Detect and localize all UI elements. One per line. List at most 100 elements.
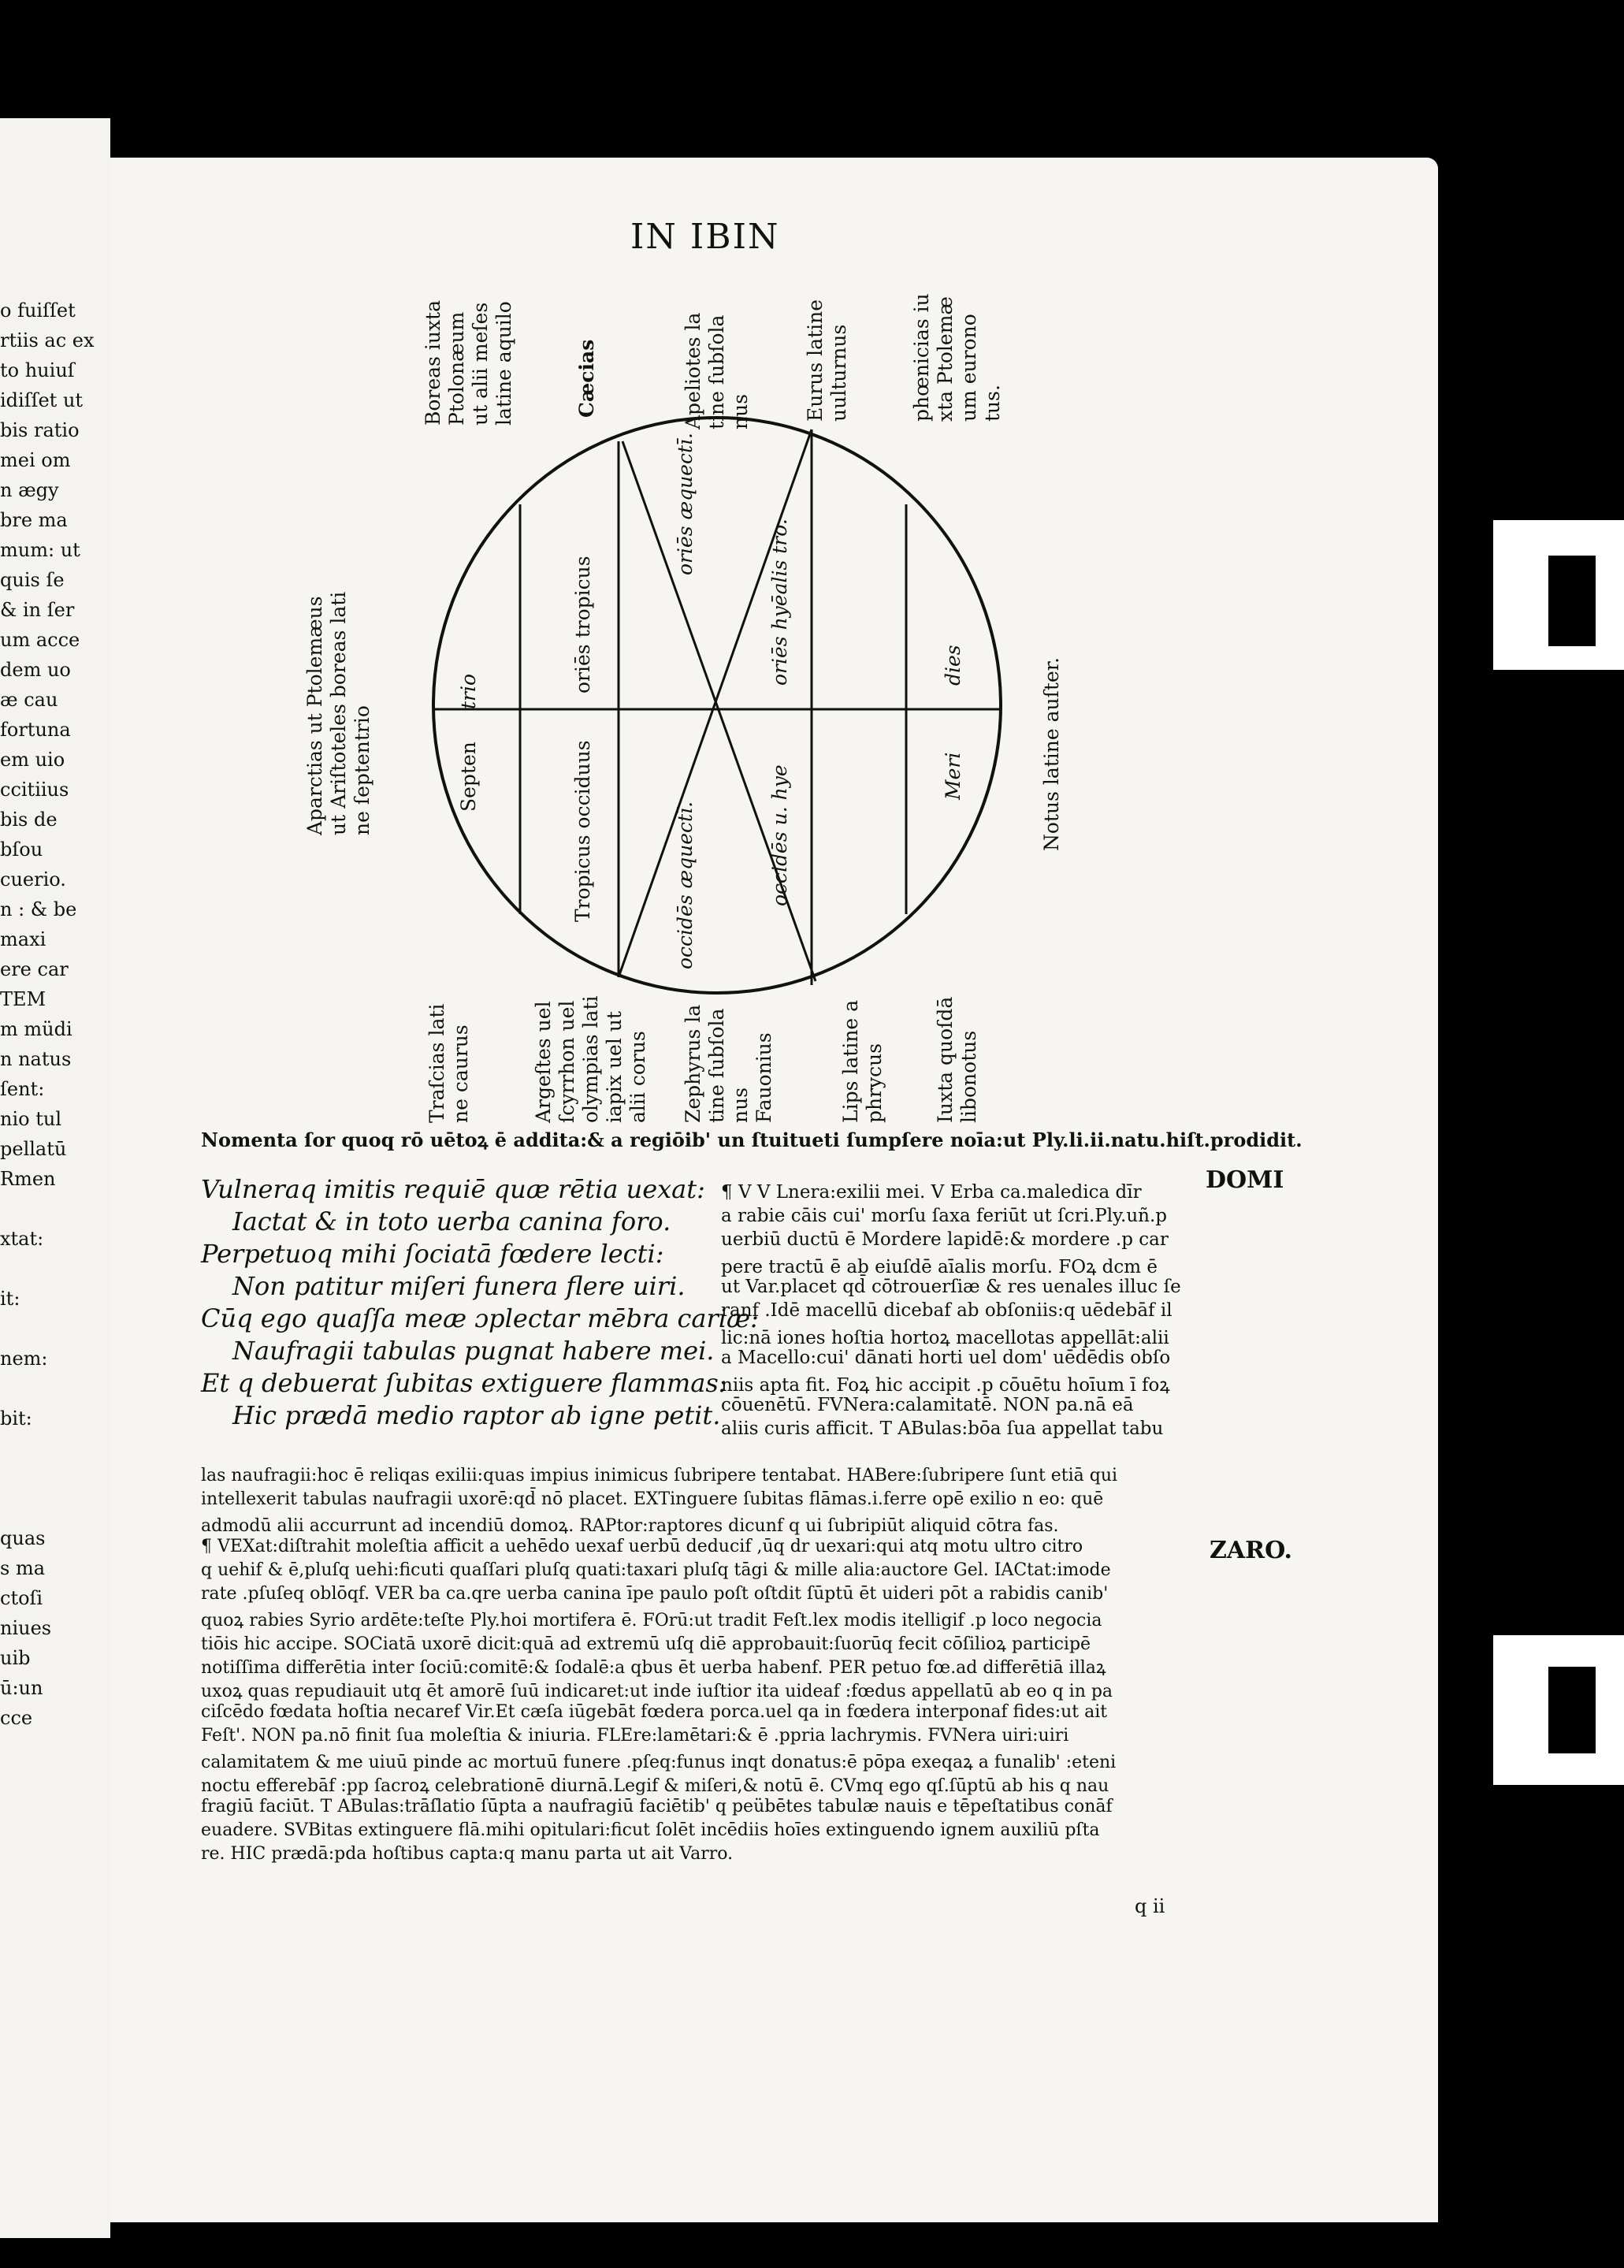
inner-label-tropicus-occiduus: Tropicus occiduus bbox=[571, 740, 594, 922]
commentary-line: quoꝝ rabies Syrio ardēte:teſte Ply.hoi m… bbox=[201, 1611, 1102, 1630]
left-fragment-line: mei om bbox=[0, 449, 71, 471]
left-fragment-line: bit: bbox=[0, 1407, 32, 1430]
verse-line: Et q debuerat ſubitas extiguere flammas: bbox=[201, 1368, 727, 1398]
inner-label-oriens-tropicus: oriēs tropicus bbox=[571, 556, 594, 693]
left-fragment-line: & in ſer bbox=[0, 599, 75, 621]
left-fragment-line: nio tul bbox=[0, 1108, 61, 1130]
margin-note: DOMI bbox=[1206, 1166, 1284, 1194]
left-fragment-line: xtat: bbox=[0, 1228, 44, 1250]
page-title: IN IBIN bbox=[630, 217, 780, 257]
commentary-line: q uehif & ē,pluſq uehi:ficuti quaſſari p… bbox=[201, 1560, 1111, 1580]
commentary-line: fragiū faciūt. T ABulas:trāſlatio ſūpta … bbox=[201, 1797, 1113, 1816]
commentary-line: Feſt'. NON pa.nō finit ſua moleſtia & in… bbox=[201, 1726, 1069, 1746]
left-fragment-line: n natus bbox=[0, 1048, 72, 1070]
inner-label-trio: trio bbox=[457, 673, 480, 709]
left-fragment-line: idiſſet ut bbox=[0, 389, 84, 411]
commentary-line: cōuenētū. FVNera:calamitatē. NON pa.nā e… bbox=[721, 1395, 1134, 1415]
inner-label-occidens-hyemalis: occidēs u. hye bbox=[768, 764, 791, 906]
left-fragment-line: fortuna bbox=[0, 719, 71, 741]
verse-line: Non patitur miſeri funera flere uiri. bbox=[232, 1271, 686, 1301]
diagram-circle bbox=[432, 416, 1002, 995]
commentary-line: lic:nā iones hoſtia hortoꝝ macellotas ap… bbox=[721, 1328, 1169, 1348]
left-fragment-line: mum: ut bbox=[0, 539, 80, 561]
commentary-line: ranf .Idē macellū dicebaf ab obſoniis:q … bbox=[721, 1300, 1172, 1321]
left-fragment-line: ū:un bbox=[0, 1677, 43, 1699]
wind-label-caecias: Cæcias bbox=[575, 339, 598, 418]
verse-line: Vulneraq imitis requiē quæ rētia uexat: bbox=[201, 1174, 705, 1204]
commentary-line: admodū alii accurrunt ad incendiū domoꝝ.… bbox=[201, 1516, 1059, 1536]
left-fragment-line: o fuiſſet bbox=[0, 299, 76, 322]
left-page-fragment: o fuiſſet rtiis ac ex to huiuſ idiſſet ut bi… bbox=[0, 118, 110, 2238]
left-fragment-line: niues bbox=[0, 1617, 52, 1639]
commentary-line: niis apta fit. Foꝝ hic accipit .p cōuētu… bbox=[721, 1375, 1170, 1396]
signature-mark: q ii bbox=[1135, 1895, 1165, 1917]
left-fragment-line: it: bbox=[0, 1288, 20, 1310]
left-fragment-line: bis de bbox=[0, 809, 58, 831]
inner-label-oriens-hyemalis: oriēs hyēalis tro. bbox=[768, 519, 791, 686]
left-fragment-line: TEM bbox=[0, 988, 46, 1010]
left-fragment-line: s ma bbox=[0, 1557, 46, 1579]
diagram-caption: Nomenta ſor quoq rō uētoꝝ ē addita:& a r… bbox=[201, 1128, 1303, 1151]
commentary-line: a Macello:cui' dānati horti uel dom' uēd… bbox=[721, 1348, 1171, 1368]
left-fragment-line: bſou bbox=[0, 838, 43, 861]
left-fragment-line: æ cau bbox=[0, 689, 58, 711]
commentary-line: tiōis hic accipe. SOCiatā uxorē dicit:qu… bbox=[201, 1634, 1091, 1654]
commentary-line: intellexerit tabulas naufragii uxorē:qd̄… bbox=[201, 1489, 1104, 1509]
commentary-line: ciſcēdo fœdata hoſtia necaref Vir.Et cæſ… bbox=[201, 1702, 1108, 1722]
left-fragment-line: m müdi bbox=[0, 1018, 72, 1040]
left-fragment-line: um acce bbox=[0, 629, 80, 651]
verse-line: Cūq ego quaſſa meæ ɔplectar mēbra cariæ: bbox=[201, 1303, 759, 1333]
commentary-line: pere tractū ē ab eiuſdē aīalis morſu. FO… bbox=[721, 1257, 1158, 1277]
inner-label-dies: dies bbox=[942, 645, 964, 686]
left-fragment-line: to huiuſ bbox=[0, 359, 75, 381]
commentary-line: a rabie cāis cui' morſu ſaxa feriūt ut ſ… bbox=[721, 1206, 1167, 1226]
left-fragment-line: n ægy bbox=[0, 479, 59, 501]
left-fragment-line: ccitiius bbox=[0, 779, 69, 801]
commentary-line: uxoꝝ quas repudiauit utq ēt amorē ſuū in… bbox=[201, 1682, 1113, 1701]
inner-label-meri: Meri bbox=[942, 752, 964, 800]
commentary-line: ¶ VEXat:diſtrahit moleſtia afficit a ueh… bbox=[201, 1537, 1083, 1556]
inner-label-septen: Septen bbox=[457, 742, 480, 812]
commentary-line: noctu efferebāf :pp ſacroꝝ celebrationē … bbox=[201, 1776, 1109, 1796]
commentary-line: notiſſima differētia inter ſociū:comitē:… bbox=[201, 1658, 1106, 1678]
left-fragment-line: Rmen bbox=[0, 1168, 56, 1190]
right-edge-mark bbox=[1548, 1667, 1596, 1753]
left-fragment-line: ctoſi bbox=[0, 1587, 43, 1609]
margin-note: ZARO. bbox=[1210, 1537, 1292, 1564]
left-fragment-line: uib bbox=[0, 1647, 31, 1669]
left-fragment-line: rtiis ac ex bbox=[0, 329, 95, 351]
left-fragment-line: cce bbox=[0, 1707, 33, 1729]
left-fragment-line: n : & be bbox=[0, 898, 77, 920]
left-fragment-line: dem uo bbox=[0, 659, 71, 681]
commentary-line: las naufragii:hoc ē reliqas exilii:quas … bbox=[201, 1466, 1118, 1485]
left-fragment-line: nem: bbox=[0, 1348, 48, 1370]
left-fragment-line: quis ſe bbox=[0, 569, 65, 591]
left-fragment-line: bis ratio bbox=[0, 419, 80, 441]
commentary-line: aliis curis afficit. T ABulas:bōa ſua ap… bbox=[721, 1418, 1164, 1439]
commentary-line: re. HIC prædā:pda hoſtibus capta:q manu … bbox=[201, 1844, 734, 1864]
verse-line: Perpetuoq mihi ſociatā fœdere lecti: bbox=[201, 1239, 664, 1269]
right-edge-mark bbox=[1548, 556, 1596, 646]
left-fragment-line: cuerio. bbox=[0, 868, 66, 890]
left-fragment-line: maxi bbox=[0, 928, 46, 950]
commentary-line: ut Var.placet qd̄ cōtrouerſiæ & res uena… bbox=[721, 1277, 1181, 1297]
inner-label-occidens-aequinoctii: occidēs æquectī. bbox=[674, 801, 697, 969]
left-fragment-line: ere car bbox=[0, 958, 69, 980]
diagram-diagonal-2 bbox=[617, 429, 813, 978]
verse-line: Naufragii tabulas pugnat habere mei. bbox=[232, 1336, 715, 1366]
left-fragment-line: bre ma bbox=[0, 509, 68, 531]
left-fragment-line: quas bbox=[0, 1527, 46, 1549]
inner-label-oriens-aequinoctii: oriēs æquectī. bbox=[674, 433, 697, 575]
left-fragment-line: em uio bbox=[0, 749, 65, 771]
verse-line: Hic prædā medio raptor ab igne petit. bbox=[232, 1400, 721, 1430]
